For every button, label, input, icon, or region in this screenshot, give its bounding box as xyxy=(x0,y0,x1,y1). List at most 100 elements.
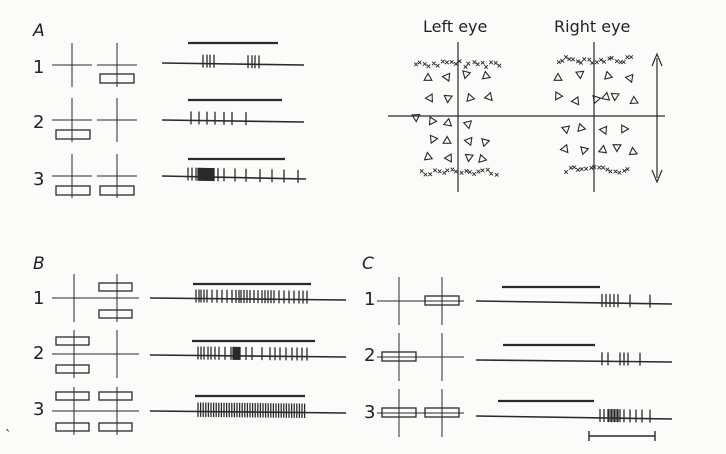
rf-left-triangle-6 xyxy=(466,92,476,103)
rf-left-triangle-13 xyxy=(442,135,452,144)
b3-right-top-bar xyxy=(98,391,133,401)
c2-left-bar xyxy=(381,351,417,362)
rf-right-top-x-18 xyxy=(625,55,630,60)
rf-right-top-x-8 xyxy=(587,57,592,62)
panel-label-b: B xyxy=(33,254,45,274)
rf-left-triangle-19 xyxy=(478,153,488,164)
rf-right-triangle-14 xyxy=(559,143,569,154)
rf-left-bottom-x-15 xyxy=(485,167,490,172)
panel-label-c: C xyxy=(362,254,374,274)
left-eye-label: Left eye xyxy=(423,17,488,36)
a2-train-baseline xyxy=(161,119,305,123)
row-number-a2: 2 xyxy=(33,112,45,133)
rf-right-top-x-1 xyxy=(560,58,565,63)
rf-right-top-x-14 xyxy=(609,55,614,61)
rf-left-bottom-x-4 xyxy=(437,169,442,174)
rf-right-triangle-13 xyxy=(621,124,630,134)
rf-left-top-x-19 xyxy=(497,63,502,68)
c1-right-bar xyxy=(424,295,460,306)
a1-right-bar xyxy=(99,73,135,84)
c2-train-baseline xyxy=(475,359,673,363)
b3-right-bottom-bar xyxy=(98,422,133,432)
rf-left-top-x-13 xyxy=(472,60,477,65)
c3-train-baseline xyxy=(475,415,673,420)
rf-right-triangle-5 xyxy=(570,95,580,106)
rf-right-triangle-8 xyxy=(610,92,620,102)
rf-left-top-x-0 xyxy=(413,62,419,67)
rf-right-bottom-x-4 xyxy=(579,167,584,172)
rf-right-top-x-11 xyxy=(598,57,604,62)
rf-left-triangle-1 xyxy=(441,72,451,83)
rf-right-triangle-4 xyxy=(555,91,564,101)
rf-left-bottom-x-6 xyxy=(445,168,450,173)
rf-left-triangle-17 xyxy=(443,153,452,163)
rf-right-triangle-16 xyxy=(597,144,608,154)
rf-right-triangle-2 xyxy=(604,70,614,80)
row-number-b2: 2 xyxy=(33,343,45,364)
a2-left-bar xyxy=(55,129,91,140)
rf-right-bottom-x-1 xyxy=(568,165,573,170)
row-number-c2: 2 xyxy=(364,345,376,366)
rf-right-top-x-5 xyxy=(575,59,580,64)
rf-left-bottom-x-2 xyxy=(428,172,433,177)
rf-left-bottom-x-13 xyxy=(476,169,481,174)
b1-right-top-bar xyxy=(98,282,133,292)
c3-right-bar xyxy=(424,407,460,418)
a1-train-baseline xyxy=(161,62,305,66)
rf-left-bottom-x-14 xyxy=(480,168,485,173)
row-number-b1: 1 xyxy=(33,288,45,309)
rf-right-triangle-0 xyxy=(553,72,563,81)
a3-left-bar xyxy=(55,185,91,196)
rf-right-triangle-9 xyxy=(629,95,639,105)
rf-right-bottom-x-14 xyxy=(622,168,627,173)
row-number-c3: 3 xyxy=(364,402,376,423)
b2-left-bottom-bar xyxy=(55,364,90,374)
rf-right-top-x-6 xyxy=(578,60,584,65)
row-number-a3: 3 xyxy=(33,169,45,190)
rf-right-triangle-1 xyxy=(574,70,585,80)
rf-left-triangle-10 xyxy=(442,117,453,127)
rf-right-bottom-x-3 xyxy=(575,167,581,173)
b2-train-baseline xyxy=(149,354,347,358)
rf-left-top-x-16 xyxy=(483,64,489,70)
rf-left-top-x-8 xyxy=(449,59,454,65)
b3-left-bottom-bar xyxy=(55,422,90,432)
rf-left-triangle-14 xyxy=(463,136,473,147)
rf-left-triangle-8 xyxy=(411,113,421,123)
rf-right-bottom-x-8 xyxy=(597,165,602,170)
rf-right-triangle-18 xyxy=(628,146,639,156)
rf-right-top-x-9 xyxy=(590,60,595,66)
rf-left-top-x-18 xyxy=(493,60,498,66)
rf-left-top-x-4 xyxy=(431,61,436,66)
rf-arrow-down-head xyxy=(651,169,663,184)
c1-train-baseline xyxy=(475,300,673,305)
rf-arrow-up-head xyxy=(651,52,663,67)
rf-right-top-x-4 xyxy=(570,57,576,62)
rf-right-triangle-15 xyxy=(580,146,590,156)
rf-left-triangle-4 xyxy=(424,93,433,103)
rf-right-top-x-10 xyxy=(594,60,599,65)
rf-left-bottom-x-9 xyxy=(459,170,464,175)
right-eye-label: Right eye xyxy=(554,17,631,36)
rf-right-triangle-3 xyxy=(624,73,634,84)
b1-right-bottom-bar xyxy=(98,309,133,319)
rf-left-triangle-7 xyxy=(483,91,493,102)
rf-left-triangle-9 xyxy=(428,116,438,126)
b1-train-baseline xyxy=(149,297,347,301)
rf-left-triangle-12 xyxy=(429,134,439,145)
rf-right-bottom-x-10 xyxy=(605,167,610,172)
rf-left-bottom-x-16 xyxy=(489,171,494,176)
row-number-b3: 3 xyxy=(33,399,45,420)
rf-left-top-x-9 xyxy=(453,61,459,67)
rf-left-bottom-x-0 xyxy=(419,168,424,174)
rf-left-top-x-10 xyxy=(457,59,462,64)
rf-left-triangle-3 xyxy=(481,70,492,80)
b3-left-top-bar xyxy=(55,391,90,401)
b2-left-top-bar xyxy=(55,336,90,346)
rf-right-triangle-6 xyxy=(592,94,602,105)
rf-left-top-x-5 xyxy=(435,63,440,68)
rf-right-bottom-x-12 xyxy=(613,169,618,174)
rf-left-triangle-16 xyxy=(423,151,434,161)
